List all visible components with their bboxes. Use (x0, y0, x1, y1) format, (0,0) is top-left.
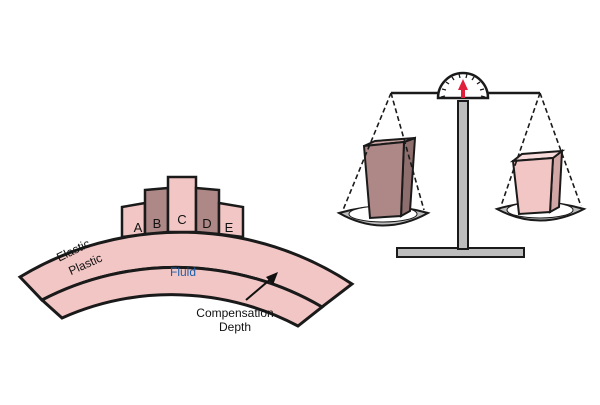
fluid-label: Fluid (170, 265, 196, 279)
compensation-label-line2: Depth (219, 320, 251, 334)
block-e (217, 201, 245, 239)
block-b-label: B (153, 216, 162, 231)
balance-scale (336, 71, 587, 258)
right-pan (494, 92, 587, 222)
left-pan (336, 92, 431, 227)
block-d-label: D (202, 216, 211, 231)
block-e-label: E (225, 220, 234, 235)
left-pan-strings (342, 92, 425, 211)
left-pan-block (362, 140, 406, 220)
compensation-arrow-line (245, 276, 274, 301)
crust-arc-panel: A B C D E Elastic Plastic Fluid Compensa… (17, 175, 355, 334)
plastic-layer (39, 265, 325, 328)
block-c-label: C (177, 212, 186, 227)
right-pan-strings (500, 92, 582, 207)
scale-column (457, 100, 469, 250)
compensation-label-line1: Compensation (196, 306, 273, 320)
gauge-pointer (458, 79, 468, 90)
block-a-label: A (134, 220, 143, 235)
right-pan-block (511, 156, 555, 216)
compensation-arrow-head (266, 272, 278, 285)
scale-gauge (436, 71, 490, 100)
gauge-pointer-stem (461, 88, 465, 98)
